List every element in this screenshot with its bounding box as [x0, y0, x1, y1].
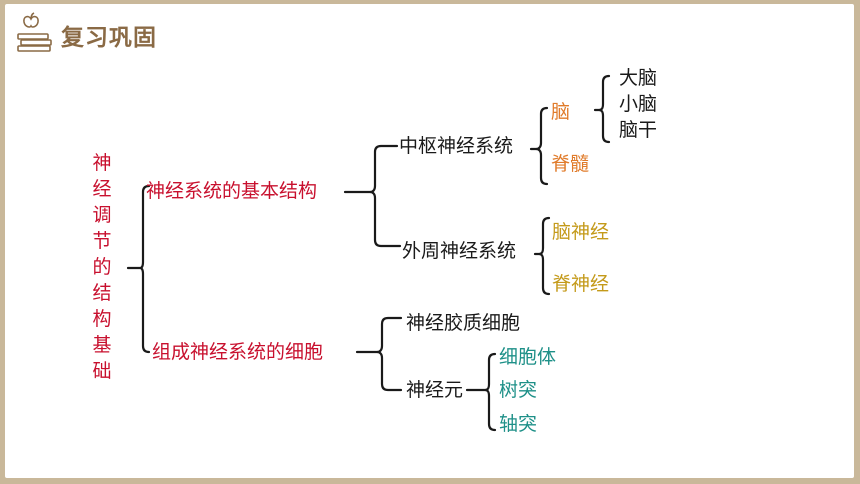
root-char: 础 [92, 360, 112, 382]
root-char: 结 [92, 282, 112, 304]
node-axon: 轴突 [499, 413, 538, 435]
page-title: 复习巩固 [61, 25, 157, 51]
branch1-bracket [343, 144, 402, 248]
peripheral-bracket [533, 216, 551, 296]
node-dendrite: 树突 [499, 379, 538, 401]
node-cerebellum: 小脑 [619, 93, 658, 115]
node-central-nervous-system: 中枢神经系统 [399, 135, 514, 157]
node-cell-body: 细胞体 [499, 346, 557, 368]
root-bracket [126, 184, 151, 354]
neuron-bracket [465, 352, 497, 432]
books-apple-icon [17, 12, 52, 52]
node-spinal-cord: 脊髓 [551, 153, 590, 175]
node-brainstem: 脑干 [619, 119, 658, 141]
slide: 复习巩固 神 经 调 节 的 结 构 基 础 神经系统的基本结构 [5, 4, 854, 478]
node-spinal-nerves: 脊神经 [552, 273, 610, 295]
branch2-bracket [355, 316, 403, 392]
root-char: 构 [92, 308, 112, 330]
node-nervous-system-cells: 组成神经系统的细胞 [152, 341, 324, 363]
node-nervous-system-structure: 神经系统的基本结构 [146, 180, 318, 202]
root-label: 神 经 调 节 的 结 构 基 础 [90, 150, 114, 384]
root-char: 经 [92, 178, 112, 200]
root-char: 神 [92, 152, 112, 174]
root-char: 调 [92, 204, 112, 226]
node-cranial-nerves: 脑神经 [552, 221, 610, 243]
root-char: 的 [92, 256, 112, 278]
bracket-lines [126, 74, 611, 432]
root-char: 基 [92, 334, 112, 356]
node-glial-cells: 神经胶质细胞 [406, 312, 521, 334]
node-brain: 脑 [551, 101, 571, 123]
node-peripheral-nervous-system: 外周神经系统 [402, 240, 517, 262]
root-char: 节 [92, 230, 112, 252]
node-neuron: 神经元 [406, 379, 464, 401]
node-cerebrum: 大脑 [619, 67, 658, 89]
central-bracket [529, 106, 549, 186]
brain-bracket [593, 74, 611, 144]
